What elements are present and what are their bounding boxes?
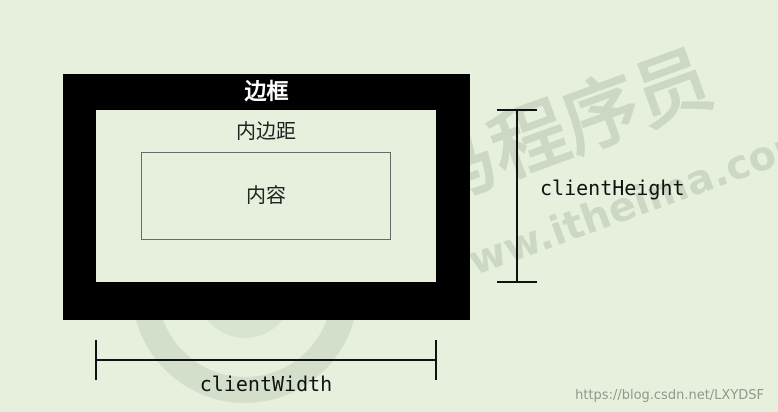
client-width-label: clientWidth (199, 372, 333, 396)
source-watermark-url: https://blog.csdn.net/LXYDSF (575, 388, 764, 403)
content-label: 内容 (246, 183, 286, 207)
client-height-bracket (497, 109, 537, 283)
content-box (141, 152, 391, 240)
client-height-label: clientHeight (540, 176, 685, 200)
padding-label: 内边距 (236, 119, 296, 143)
padding-box (96, 110, 436, 282)
border-label: 边框 (244, 80, 289, 105)
client-width-bracket (95, 340, 437, 380)
